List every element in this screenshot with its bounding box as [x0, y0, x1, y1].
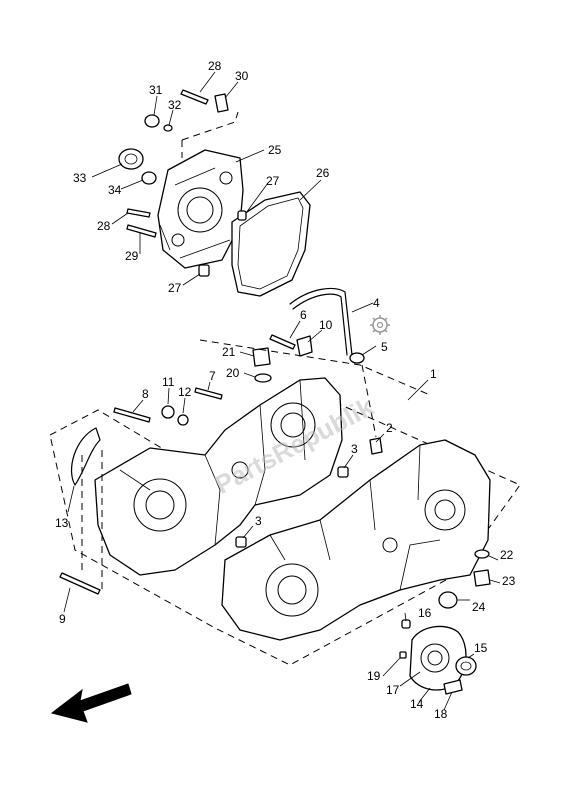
- callout-29: 29: [125, 249, 139, 263]
- gasket-part-13: [71, 427, 101, 486]
- callout-4: 4: [373, 296, 380, 310]
- crankcase-group: [49, 339, 521, 666]
- oil-seal-part-15: [455, 656, 477, 676]
- dowel-part-16: [401, 619, 411, 629]
- callout-28-side: 28: [97, 219, 111, 233]
- callout-17: 17: [386, 683, 400, 697]
- callout-3-upper: 3: [351, 442, 358, 456]
- plug-part-23: [473, 569, 491, 587]
- screw-part-12: [177, 414, 189, 426]
- washer-part-32: [163, 124, 173, 132]
- callout-15: 15: [474, 641, 488, 655]
- callout-30: 30: [235, 69, 249, 83]
- callout-21: 21: [222, 345, 236, 359]
- bolt-part-8: [113, 407, 151, 423]
- callout-11: 11: [162, 375, 175, 389]
- callout-1: 1: [430, 367, 437, 381]
- callout-9: 9: [59, 612, 66, 626]
- oil-seal-part-24: [438, 591, 458, 609]
- bolt-part-29: [126, 224, 157, 238]
- bolt-part-6: [269, 334, 296, 350]
- gasket-part-26: [231, 191, 311, 297]
- callout-26: 26: [316, 166, 330, 180]
- callout-19: 19: [367, 669, 381, 683]
- dowel-part-27-upper: [237, 210, 247, 221]
- callout-18: 18: [434, 707, 448, 721]
- callout-7: 7: [209, 369, 216, 383]
- callout-34: 34: [108, 183, 122, 197]
- callout-24: 24: [472, 600, 486, 614]
- callout-27-upper: 27: [266, 174, 280, 188]
- callout-6: 6: [300, 308, 307, 322]
- bolt-part-28-top: [180, 89, 209, 105]
- leader-lines: [63, 71, 501, 711]
- callout-12: 12: [178, 385, 192, 399]
- dowel-part-30: [214, 93, 229, 113]
- callout-27-lower: 27: [168, 281, 182, 295]
- callout-16: 16: [418, 606, 432, 620]
- dowel-part-27-lower: [198, 264, 210, 277]
- oil-seal-part-33: [118, 148, 144, 170]
- bolt-part-9: [59, 572, 101, 595]
- callout-labels: 28 30 31 32 25 33 34 27 26 28 29 27 4 6 …: [55, 59, 516, 721]
- bolt-part-18: [443, 679, 463, 695]
- crankcase-cover-group: [118, 89, 311, 297]
- washer-part-22: [474, 549, 490, 559]
- bolt-part-7: [194, 387, 223, 400]
- callout-5: 5: [381, 340, 388, 354]
- arrow-front-icon: [50, 683, 132, 723]
- callout-33: 33: [73, 171, 87, 185]
- breather-hose-part-4: [289, 287, 353, 356]
- callout-22: 22: [500, 548, 514, 562]
- callout-28-top: 28: [208, 59, 222, 73]
- pin-part-19: [399, 651, 407, 659]
- callout-10: 10: [319, 318, 333, 332]
- clamp-part-10: [296, 335, 313, 357]
- callout-14: 14: [410, 697, 424, 711]
- callout-31: 31: [149, 83, 163, 97]
- callout-13: 13: [55, 516, 69, 530]
- hose-clip-part-5: [349, 352, 365, 364]
- gasket-part-20: [254, 373, 272, 383]
- callout-2: 2: [386, 421, 393, 435]
- bolt-part-28-side: [126, 208, 151, 218]
- callout-25: 25: [268, 143, 282, 157]
- gear-icon: [370, 315, 390, 335]
- plug-part-2: [369, 437, 383, 455]
- plug-part-31: [144, 114, 160, 128]
- plug-part-21: [252, 347, 271, 367]
- callout-32: 32: [168, 98, 182, 112]
- dowel-part-3-upper: [337, 466, 349, 478]
- callout-20: 20: [226, 366, 240, 380]
- callout-8: 8: [142, 387, 149, 401]
- callout-23: 23: [502, 574, 516, 588]
- bearing-housing-group: [399, 619, 477, 695]
- dowel-part-3-lower: [235, 536, 247, 548]
- callout-3-lower: 3: [255, 514, 262, 528]
- breather-group: [113, 287, 390, 455]
- screw-part-11: [161, 405, 175, 419]
- o-ring-part-34: [141, 171, 157, 185]
